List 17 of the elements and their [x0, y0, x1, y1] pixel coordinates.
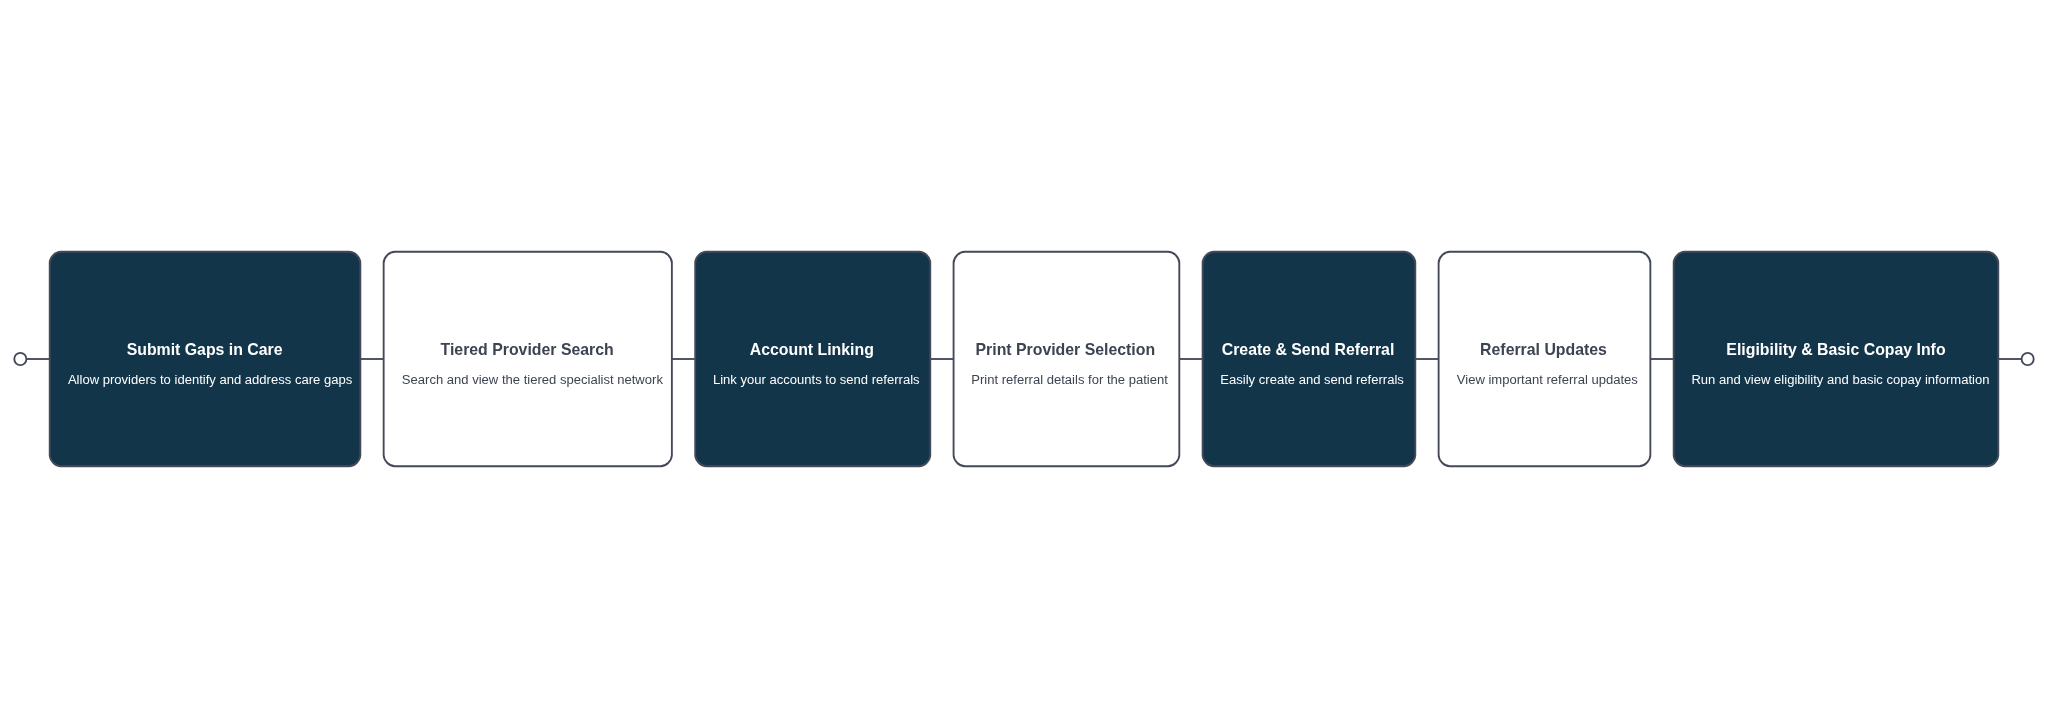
connector	[929, 357, 955, 360]
node-circle	[2020, 351, 2035, 366]
connector	[25, 357, 51, 360]
connector	[1178, 357, 1204, 360]
node-box: Account Linking Link your accounts to send referrals	[694, 250, 932, 467]
connector	[1414, 357, 1440, 360]
node-box: Print Provider Selection Print referral details for the patient	[952, 250, 1181, 467]
connector	[670, 357, 696, 360]
node-box: Submit Gaps in Care Allow providers to identify and address care gaps	[48, 250, 362, 467]
connector	[359, 357, 385, 360]
connector	[1649, 357, 1675, 360]
node-box: Referral Updates View important referral updates	[1437, 250, 1652, 467]
node-circle	[13, 351, 28, 366]
node-box: Eligibility & Basic Copay Info Run and view eligibility and basic copay information	[1672, 250, 2000, 467]
node-box: Create & Send Referral Easily create and send referrals	[1201, 250, 1417, 467]
connector	[1997, 357, 2023, 360]
node-box: Tiered Provider Search Search and view the tiered specialist network	[382, 250, 673, 467]
